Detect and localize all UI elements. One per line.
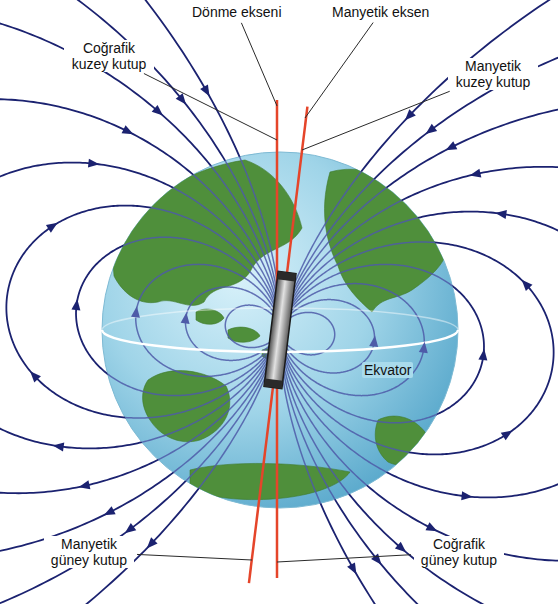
field-line	[0, 99, 280, 493]
field-line	[0, 330, 280, 604]
field-arrow	[419, 341, 429, 353]
field-line	[76, 237, 280, 395]
continent	[196, 309, 224, 324]
field-line	[280, 242, 554, 454]
field-arrow	[369, 335, 379, 347]
leader-lines	[137, 23, 450, 562]
field-line	[6, 206, 280, 418]
field-arrow	[443, 141, 457, 154]
pole-axis-label: Coğrafik güney kutup	[414, 536, 504, 568]
field-arrow	[501, 427, 515, 441]
bar-magnet	[264, 271, 296, 388]
field-line	[280, 10, 558, 330]
field-arrow	[371, 553, 385, 567]
field-arrow	[46, 219, 60, 233]
field-arrow	[143, 537, 157, 551]
leader-line	[302, 91, 450, 150]
field-line	[280, 100, 558, 604]
field-line	[0, 0, 280, 330]
magnetic-axis	[249, 107, 307, 583]
field-arrow	[395, 542, 409, 556]
field-arrow	[152, 105, 166, 119]
field-line	[280, 242, 554, 454]
leader-line	[241, 23, 277, 106]
field-arrow	[181, 312, 191, 324]
field-arrow	[469, 169, 482, 180]
field-line	[76, 237, 280, 395]
field-arrow	[88, 159, 100, 169]
field-arrow	[27, 368, 41, 382]
field-arrow	[423, 124, 437, 138]
field-arrow	[347, 562, 360, 576]
pole-axis-label: Coğrafik kuzey kutup	[64, 40, 154, 72]
field-line	[280, 167, 558, 561]
field-arrow	[122, 125, 136, 138]
field-arrows	[27, 84, 533, 576]
leader-line	[305, 23, 373, 118]
bar-magnet-cap	[264, 379, 283, 389]
field-arrow	[461, 491, 473, 501]
field-line	[280, 167, 558, 561]
field-arrow	[78, 480, 91, 491]
field-arrow	[425, 522, 439, 535]
leader-line	[137, 554, 252, 560]
field-line	[280, 330, 558, 604]
field-line	[280, 264, 484, 422]
field-arrow	[71, 299, 81, 311]
field-arrow	[122, 523, 136, 537]
pole-axis-label: Manyetik kuzey kutup	[448, 58, 538, 90]
field-arrow	[52, 441, 64, 451]
pole-axis-label: Manyetik eksen	[330, 4, 431, 20]
bar-magnet-body	[264, 271, 296, 388]
field-line	[0, 4, 280, 560]
leader-line	[277, 555, 411, 562]
field-arrow	[102, 506, 116, 519]
field-line	[280, 330, 558, 604]
field-line	[280, 0, 558, 330]
field-line	[280, 264, 484, 422]
leader-line	[144, 74, 277, 140]
bar-magnet-cap	[277, 271, 296, 281]
field-line	[0, 330, 280, 604]
field-line	[0, 99, 280, 493]
field-line	[0, 330, 280, 604]
pole-axis-label: Manyetik güney kutup	[44, 536, 134, 568]
field-line	[0, 0, 280, 330]
field-arrow	[200, 84, 213, 98]
pole-axis-label: Dönme ekseni	[190, 4, 284, 20]
field-arrow	[131, 306, 141, 318]
field-arrow	[495, 208, 507, 218]
continent	[143, 371, 230, 442]
field-arrow	[402, 109, 416, 123]
field-arrow	[478, 348, 488, 360]
field-line	[6, 206, 280, 418]
field-arrow	[518, 277, 532, 291]
globe	[102, 152, 458, 508]
equator-label: Ekvator	[362, 362, 413, 378]
field-line	[0, 330, 280, 604]
field-line	[0, 4, 280, 560]
